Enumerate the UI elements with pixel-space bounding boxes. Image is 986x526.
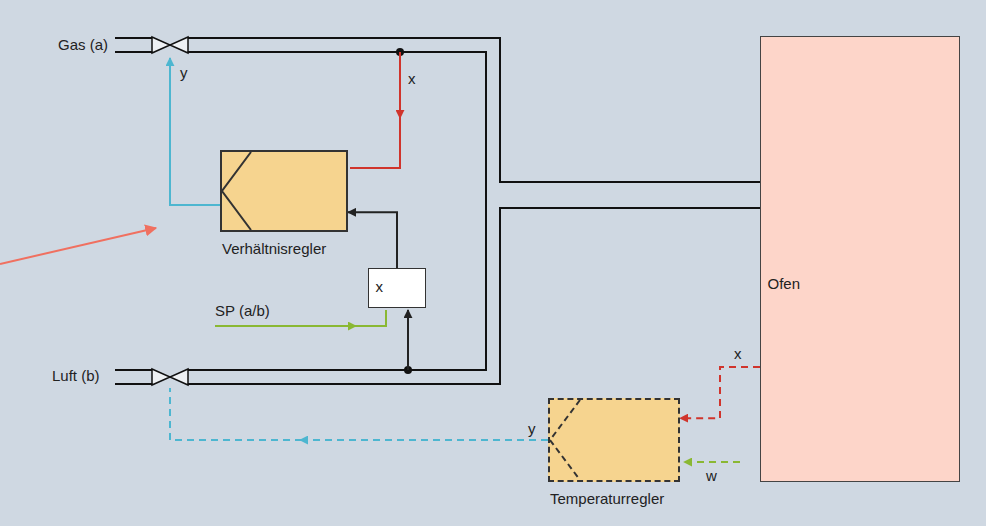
- box-text: Ofen: [768, 275, 801, 293]
- signal-name: y: [180, 64, 188, 82]
- signal-name: x: [734, 345, 742, 363]
- controller-symbol: [550, 400, 678, 480]
- signal-name: w: [706, 467, 717, 485]
- controller-name: Verhältnisregler: [222, 240, 326, 258]
- signal-name: y: [528, 420, 536, 438]
- signal-connector: [348, 212, 397, 268]
- signal-name: x: [408, 70, 416, 88]
- multiplier-box: x: [368, 268, 426, 308]
- furnace-box: Ofen: [760, 36, 960, 482]
- box-text: x: [376, 278, 384, 296]
- ratio-controller-box: Verhältnisregler: [220, 150, 348, 232]
- setpoint-label: SP (a/b): [215, 302, 270, 320]
- signal-connector: [680, 367, 760, 418]
- controller-symbol: [222, 152, 346, 230]
- controller-name: Temperaturregler: [550, 490, 664, 508]
- pipes: [115, 38, 760, 384]
- gas-inlet-label: Gas (a): [58, 36, 108, 54]
- temperature-controller-box: Temperaturregler: [548, 398, 680, 482]
- air-inlet-label: Luft (b): [52, 367, 100, 385]
